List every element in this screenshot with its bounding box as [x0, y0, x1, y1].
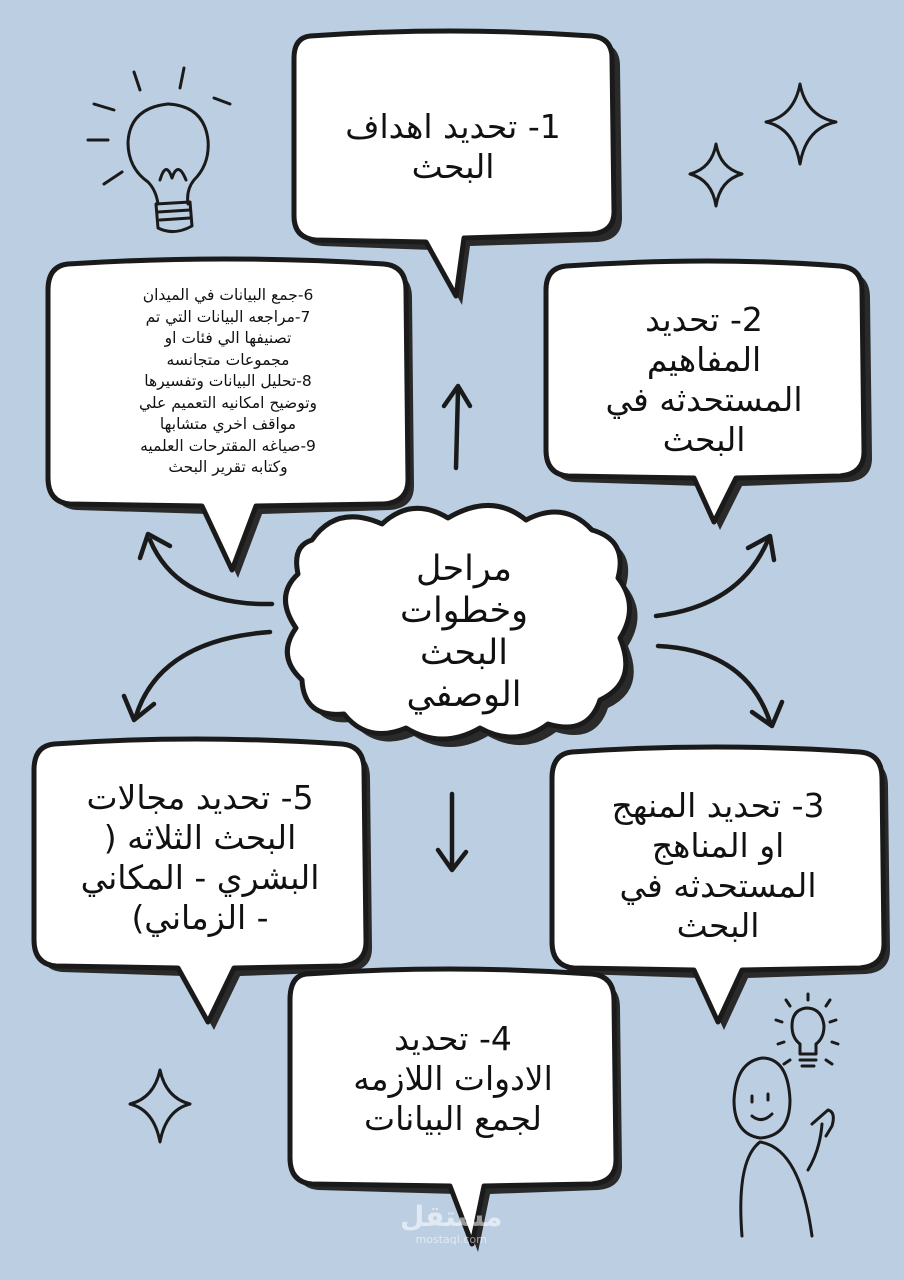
watermark-subtext: mostaql.com	[415, 1233, 487, 1246]
step5-line-2: البحث الثلاثه (	[103, 818, 297, 857]
arrow-up	[441, 383, 473, 471]
step6-line-3: تصنيفها الي فئات او	[164, 329, 292, 348]
step2-line-1: 2- تحديد	[645, 300, 763, 339]
watermark: مستقل mostaql.com	[400, 1200, 502, 1246]
step5-line-4: - الزماني)	[131, 898, 269, 937]
arrow-upper-left	[137, 531, 275, 607]
arrow-lower-left	[121, 629, 273, 723]
center-line-4: الوصفي	[406, 675, 522, 715]
center-title: مراحل وخطوات البحث الوصفي	[316, 542, 612, 722]
step6-line-1: 6-جمع البيانات في الميدان	[142, 286, 314, 305]
step1-text: 1- تحديد اهداف البحث	[300, 92, 606, 202]
step1-line-1: 1- تحديد اهداف	[345, 107, 561, 146]
step2-text: 2- تحديد المفاهيم المستحدثه في البحث	[550, 288, 858, 472]
center-line-1: مراحل	[416, 549, 512, 589]
arrow-lower-right	[655, 643, 785, 729]
center-line-2: وخطوات	[400, 591, 529, 631]
step4-line-2: الادوات اللازمه	[353, 1059, 553, 1098]
sparkle-icon-bottom-left	[128, 1068, 192, 1144]
step6-line-7: مواقف اخري متشابها	[159, 415, 297, 434]
bubble-step2	[543, 258, 872, 530]
step1-line-2: البحث	[411, 147, 495, 186]
step6-text: 6-جمع البيانات في الميدان 7-مراجعه البيا…	[52, 264, 404, 500]
step6-line-9: وكتابه تقرير البحث	[168, 458, 288, 477]
center-line-3: البحث	[420, 633, 508, 673]
step2-line-2: المفاهيم	[646, 340, 762, 379]
step4-line-3: لجمع البيانات	[364, 1099, 542, 1138]
step6-line-6: وتوضيح امكانيه التعميم علي	[138, 393, 318, 412]
bubble-step6-9	[45, 256, 414, 578]
arrow-upper-right	[653, 533, 777, 619]
step6-line-5: 8-تحليل البيانات وتفسيرها	[144, 372, 312, 391]
step6-line-4: مجموعات متجانسه	[166, 350, 290, 369]
step6-line-8: 9-صياغه المقترحات العلميه	[140, 436, 316, 455]
step5-line-1: 5- تحديد مجالات	[86, 778, 314, 817]
bubble-step1	[291, 28, 622, 305]
sparkle-icon-large	[764, 82, 838, 166]
center-cloud	[283, 503, 638, 747]
step6-line-2: 7-مراجعه البيانات التي تم	[145, 307, 311, 326]
bubble-step4	[287, 966, 622, 1252]
step4-text: 4- تحديد الادوات اللازمه لجمع البيانات	[296, 1004, 610, 1154]
step3-line-4: البحث	[676, 906, 760, 945]
watermark-text: مستقل	[400, 1200, 503, 1233]
step3-text: 3- تحديد المنهج او المناهج المستحدثه في …	[556, 774, 880, 958]
arrow-down	[435, 791, 469, 873]
step2-line-3: المستحدثه في	[605, 380, 803, 419]
step5-line-3: البشري - المكاني	[80, 858, 320, 897]
step5-text: 5- تحديد مجالات البحث الثلاثه ( البشري -…	[38, 766, 362, 950]
person-idea-icon	[732, 992, 840, 1238]
bubble-step5	[31, 736, 372, 1030]
sparkle-icon-small	[688, 142, 744, 208]
lightbulb-icon	[86, 66, 232, 233]
step4-line-1: 4- تحديد	[394, 1019, 512, 1058]
bubble-step3	[549, 744, 890, 1030]
step3-line-3: المستحدثه في	[619, 866, 817, 905]
step3-line-1: 3- تحديد المنهج	[611, 786, 825, 825]
step2-line-4: البحث	[662, 420, 746, 459]
step3-line-2: او المناهج	[651, 826, 785, 865]
